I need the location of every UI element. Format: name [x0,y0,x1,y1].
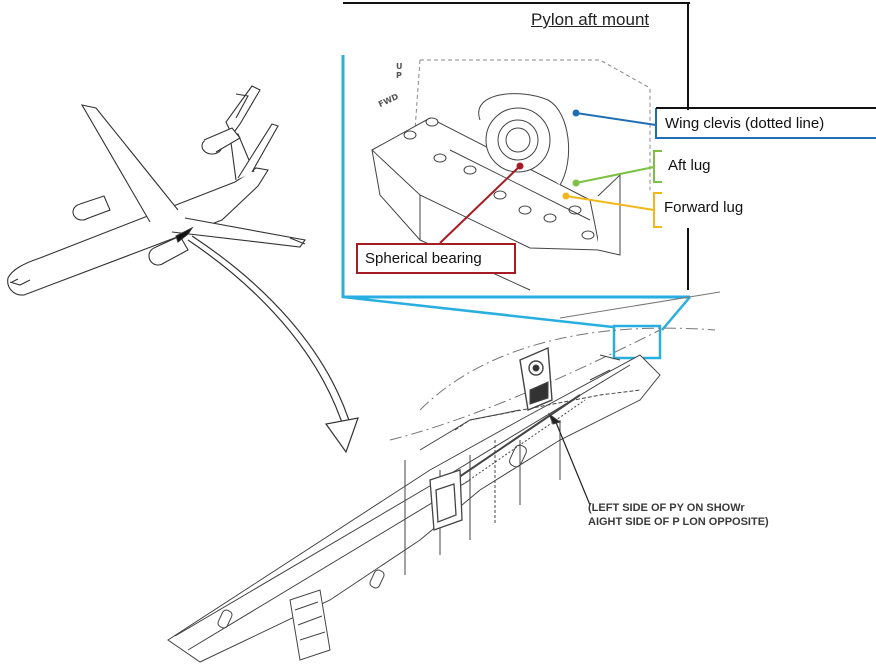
pylon-structure [167,291,721,663]
pointer-arrow [187,235,359,454]
spherical-bearing-label: Spherical bearing [356,243,516,274]
aircraft-illustration [7,85,306,296]
up-marker: UP [396,62,403,80]
inset-title: Pylon aft mount [531,10,650,29]
callout-leaders [439,107,876,244]
aft-lug-label: Aft lug [668,157,711,174]
wing-clevis-label: Wing clevis (dotted line) [665,115,825,132]
pylon-mount-detail [371,59,651,291]
side-view-note: (LEFT SIDE OF PY ON SHOWr AIGHT SIDE OF … [588,501,769,529]
side-view-note-line1: (LEFT SIDE OF PY ON SHOWr [588,502,745,514]
side-view-note-line2: AIGHT SIDE OF P LON OPPOSITE) [588,516,769,528]
forward-lug-label: Forward lug [664,199,744,216]
inset-frame [341,2,691,360]
